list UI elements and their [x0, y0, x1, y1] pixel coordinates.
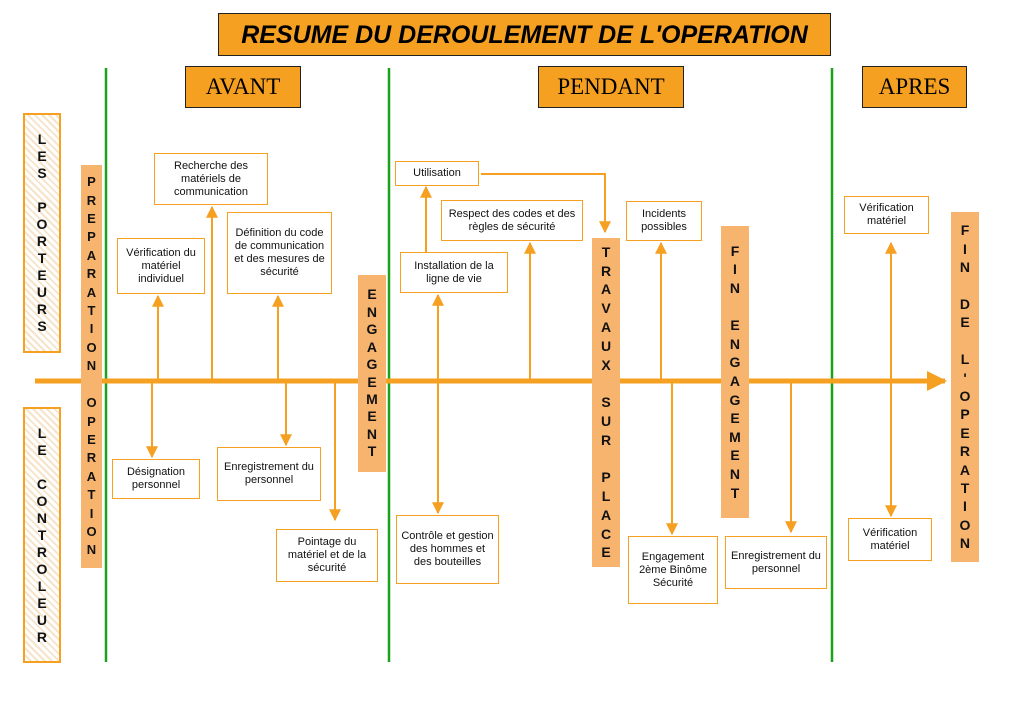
bar-preparation-operation: P R E P A R A T I O N O P E R A T I O N: [81, 165, 102, 568]
box-recherche-materiels: Recherche des matériels de communication: [154, 153, 268, 205]
phase-avant: AVANT: [185, 66, 301, 108]
box-verification-materiel-haut: Vérification matériel: [844, 196, 929, 234]
label-le-controleur: L E C O N T R O L E U R: [23, 407, 61, 663]
box-designation-personnel: Désignation personnel: [112, 459, 200, 499]
bar-fin-engagement: F I N E N G A G E M E N T: [721, 226, 749, 518]
box-engagement-binome: Engagement 2ème Binôme Sécurité: [628, 536, 718, 604]
box-incidents-possibles: Incidents possibles: [626, 201, 702, 241]
box-pointage-materiel: Pointage du matériel et de la sécurité: [276, 529, 378, 582]
box-respect-codes: Respect des codes et des règles de sécur…: [441, 200, 583, 241]
box-verification-materiel-bas: Vérification matériel: [848, 518, 932, 561]
box-enregistrement-pendant: Enregistrement du personnel: [725, 536, 827, 589]
bar-engagement: E N G A G E M E N T: [358, 275, 386, 472]
phase-pendant: PENDANT: [538, 66, 684, 108]
box-verification-individuel: Vérification du matériel individuel: [117, 238, 205, 294]
label-les-porteurs: L E S P O R T E U R S: [23, 113, 61, 353]
page-title: RESUME DU DEROULEMENT DE L'OPERATION: [218, 13, 831, 56]
box-installation-ligne: Installation de la ligne de vie: [400, 252, 508, 293]
box-controle-gestion: Contrôle et gestion des hommes et des bo…: [396, 515, 499, 584]
box-enregistrement-avant: Enregistrement du personnel: [217, 447, 321, 501]
box-utilisation: Utilisation: [395, 161, 479, 186]
phase-apres: APRES: [862, 66, 967, 108]
box-definition-code: Définition du code de communication et d…: [227, 212, 332, 294]
bar-travaux-sur-place: T R A V A U X S U R P L A C E: [592, 238, 620, 567]
bar-fin-operation: F I N D E L ' O P E R A T I O N: [951, 212, 979, 562]
arrow-utilisation-travaux: [481, 173, 611, 234]
